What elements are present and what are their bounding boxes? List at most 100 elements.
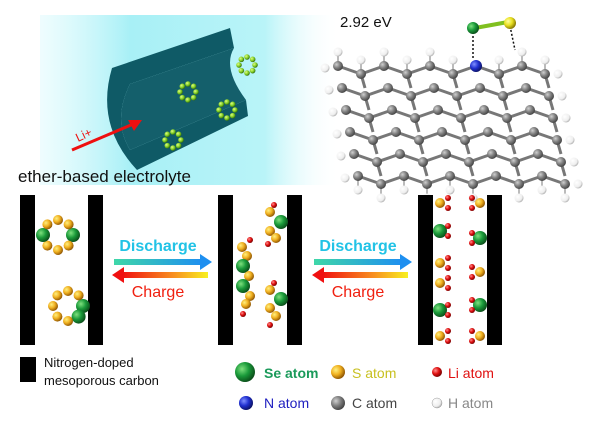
h-atom bbox=[553, 69, 563, 79]
s-atom bbox=[245, 291, 255, 301]
s-atom-icon bbox=[331, 365, 345, 379]
li-atom bbox=[469, 338, 475, 344]
c-atom bbox=[445, 171, 455, 181]
ring-atom bbox=[218, 112, 225, 119]
c-atom bbox=[540, 69, 550, 79]
electrolyte-label: ether-based electrolyte bbox=[18, 167, 191, 186]
li-atom bbox=[469, 307, 475, 313]
c-atom bbox=[383, 83, 393, 93]
c-atom bbox=[552, 135, 562, 145]
c-atom bbox=[391, 127, 401, 137]
h-atom bbox=[561, 113, 571, 123]
ring-atom bbox=[229, 101, 236, 108]
li-atom bbox=[445, 205, 451, 211]
ring-atom bbox=[178, 137, 184, 143]
li-atom bbox=[445, 255, 451, 261]
c-atom bbox=[418, 157, 428, 167]
ring-atom bbox=[164, 142, 171, 149]
h-atom bbox=[514, 193, 524, 203]
c-atom bbox=[349, 149, 359, 159]
h-atom bbox=[537, 185, 547, 195]
ring-atom bbox=[170, 145, 176, 151]
se-atom bbox=[433, 224, 447, 238]
reaction-arrows-step1: Discharge Charge bbox=[112, 238, 212, 301]
s-atom bbox=[63, 240, 74, 251]
binding-energy-label: 2.92 eV bbox=[340, 14, 392, 31]
se-atom bbox=[473, 231, 487, 245]
s-atom bbox=[265, 285, 275, 295]
li-atom bbox=[469, 264, 475, 270]
h-atom bbox=[320, 63, 330, 73]
ring-atom bbox=[244, 54, 250, 60]
h-atom bbox=[402, 55, 412, 65]
discharge-arrow-head-icon bbox=[400, 254, 412, 270]
h-atom bbox=[540, 55, 550, 65]
c-atom bbox=[356, 69, 366, 79]
ring-atom bbox=[190, 83, 197, 90]
h-atom bbox=[425, 47, 435, 57]
li-atom bbox=[445, 312, 451, 318]
h-atom bbox=[353, 185, 363, 195]
se-atom bbox=[274, 292, 288, 306]
se-atom bbox=[274, 215, 288, 229]
discharge-arrow-head-icon bbox=[200, 254, 212, 270]
s-atom bbox=[244, 271, 254, 281]
s-atom bbox=[53, 215, 63, 225]
se-atom bbox=[36, 228, 50, 242]
reaction-arrows-step2: Discharge Charge bbox=[312, 238, 412, 301]
ring-atom bbox=[179, 83, 186, 90]
li-atom bbox=[265, 241, 271, 247]
li-atom-icon bbox=[432, 367, 442, 377]
li-legend-label: Li atom bbox=[448, 365, 494, 381]
n-atom bbox=[470, 60, 482, 72]
s-atom bbox=[435, 198, 445, 208]
h-atom bbox=[448, 55, 458, 65]
s-atom bbox=[475, 267, 485, 277]
carbon-legend-line1: Nitrogen-doped bbox=[44, 355, 134, 370]
c-atom bbox=[460, 135, 470, 145]
c-atom bbox=[368, 135, 378, 145]
c-atom bbox=[510, 157, 520, 167]
s-atom bbox=[265, 226, 275, 236]
c-atom bbox=[456, 113, 466, 123]
c-atom bbox=[425, 61, 435, 71]
s-atom bbox=[42, 219, 53, 230]
discharge-arrow bbox=[114, 259, 202, 265]
ring-atom bbox=[224, 115, 230, 121]
charge-arrow bbox=[122, 272, 208, 278]
c-atom bbox=[437, 127, 447, 137]
s-atom bbox=[265, 207, 275, 217]
c-atom bbox=[468, 179, 478, 189]
s-atom bbox=[63, 286, 73, 296]
c-atom bbox=[395, 149, 405, 159]
discharge-label: Discharge bbox=[319, 238, 396, 255]
carbon-wall bbox=[418, 195, 433, 345]
c-atom bbox=[521, 83, 531, 93]
li-atom bbox=[469, 195, 475, 201]
carbon-wall bbox=[487, 195, 502, 345]
c-atom bbox=[475, 83, 485, 93]
s-atom bbox=[271, 311, 281, 321]
c-atom bbox=[333, 61, 343, 71]
ring-atom bbox=[249, 67, 256, 74]
tube-body bbox=[107, 28, 249, 170]
h-atom bbox=[517, 47, 527, 57]
h-atom bbox=[379, 47, 389, 57]
se-atom bbox=[66, 228, 80, 242]
se-atom bbox=[76, 299, 90, 313]
ring-atom bbox=[224, 99, 230, 105]
se-atom bbox=[236, 259, 250, 273]
li-atom bbox=[469, 297, 475, 303]
c-atom bbox=[406, 91, 416, 101]
c-atom bbox=[560, 179, 570, 189]
s-atom bbox=[435, 278, 445, 288]
c-atom bbox=[387, 105, 397, 115]
carbon-wall bbox=[287, 195, 302, 345]
c-atom bbox=[494, 69, 504, 79]
li-atom bbox=[445, 265, 451, 271]
li-atom bbox=[271, 280, 277, 286]
ring-atom bbox=[249, 56, 256, 63]
h-atom bbox=[333, 47, 343, 57]
s-atom bbox=[52, 311, 63, 322]
